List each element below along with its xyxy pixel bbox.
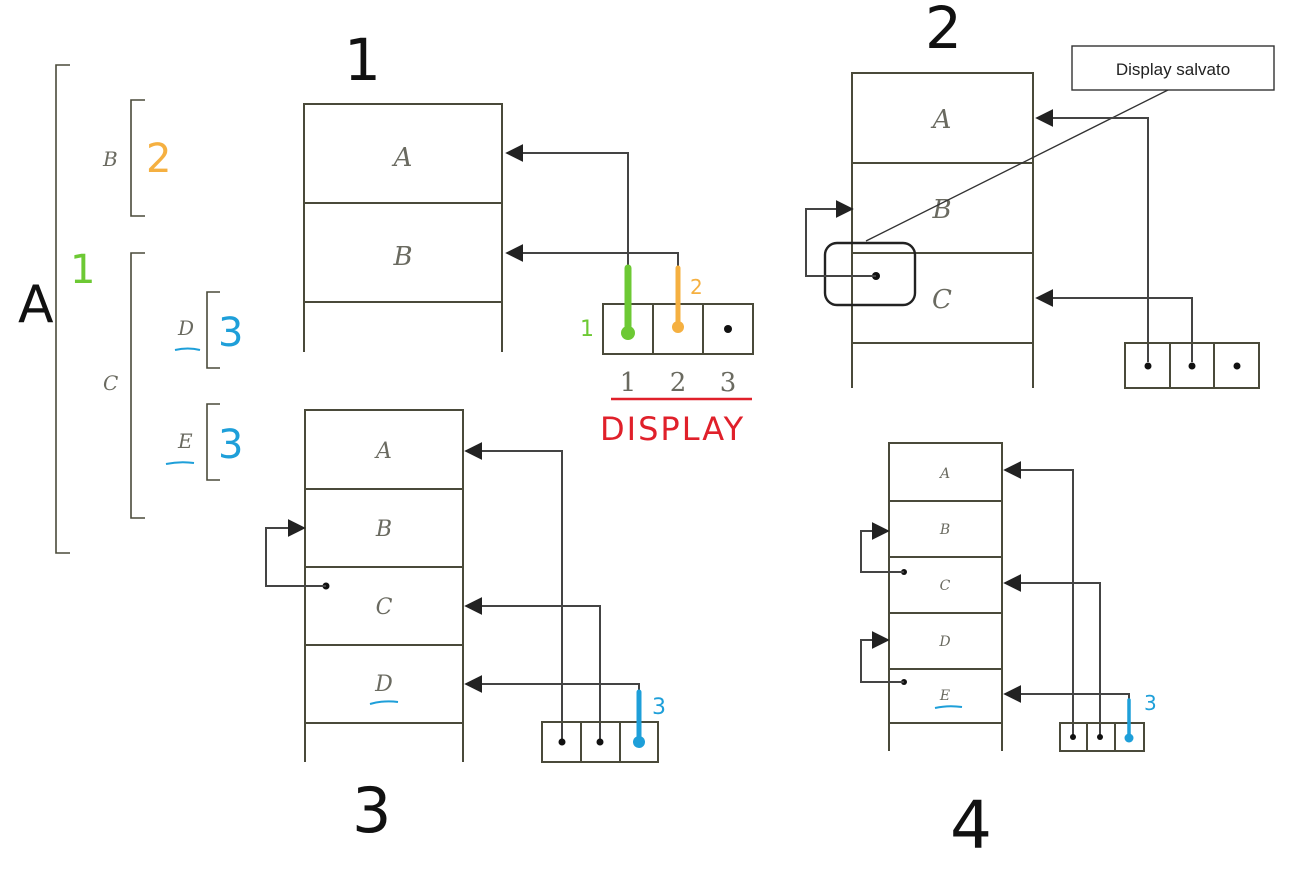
callout-leader bbox=[865, 87, 1173, 242]
stack-4 bbox=[888, 442, 1003, 751]
underline-e bbox=[165, 461, 195, 465]
callout-box bbox=[1071, 45, 1275, 91]
display-vector-3 bbox=[541, 721, 659, 763]
static-link-c-to-b bbox=[860, 522, 904, 573]
label-b: B bbox=[102, 147, 118, 171]
level-tag-e: 3 bbox=[218, 422, 243, 468]
display-caption: DISPLAY bbox=[600, 410, 745, 448]
stack-2 bbox=[851, 72, 1034, 388]
display-pointer-dot bbox=[1097, 734, 1103, 740]
frame-label: A bbox=[392, 143, 413, 173]
blue-marker-dot bbox=[633, 736, 645, 748]
display-link-1 bbox=[1003, 461, 1074, 735]
orange-marker-dot bbox=[672, 321, 684, 333]
level-tag-b: 2 bbox=[146, 136, 171, 182]
static-link-c-to-b bbox=[805, 200, 876, 277]
display-pointer-dot bbox=[1233, 362, 1241, 370]
static-link-e-to-d bbox=[860, 631, 904, 683]
green-tag: 1 bbox=[580, 317, 594, 342]
display-link-2 bbox=[464, 597, 601, 740]
green-marker-dot bbox=[621, 326, 635, 340]
display-link-2 bbox=[1003, 574, 1101, 735]
panel-2: 2 A B C Display salvato bbox=[805, 0, 1275, 389]
frame-label: C bbox=[940, 578, 951, 594]
label-outer-a: A bbox=[18, 275, 54, 335]
underline-e bbox=[934, 705, 963, 709]
frame-label: A bbox=[938, 466, 950, 482]
frame-label: D bbox=[938, 634, 950, 650]
display-pointer-dot bbox=[596, 738, 604, 746]
panel-number-2: 2 bbox=[925, 0, 962, 62]
display-pointer-dot bbox=[1188, 362, 1196, 370]
static-link-c-to-b bbox=[265, 519, 326, 587]
display-link-2 bbox=[1035, 289, 1193, 362]
display-pointer-dot bbox=[558, 738, 566, 746]
panel-3: A B C D 3 3 bbox=[265, 409, 666, 847]
display-pointer-dot bbox=[1144, 362, 1152, 370]
display-link-1 bbox=[464, 442, 563, 740]
panel-1: 1 A B 1 2 1 2 3 DISPLAY bbox=[303, 26, 754, 448]
label-e: E bbox=[177, 429, 193, 453]
label-d: D bbox=[177, 316, 194, 340]
frame-label: A bbox=[931, 105, 952, 135]
display-index: 1 bbox=[620, 368, 637, 398]
bracket-e bbox=[206, 403, 220, 481]
nesting-tree: A 1 B 2 C D 3 E 3 bbox=[18, 64, 243, 554]
blue-marker-dot bbox=[1124, 733, 1134, 743]
level-tag-outer: 1 bbox=[70, 247, 95, 293]
display-index: 3 bbox=[720, 368, 737, 398]
stack-1 bbox=[303, 103, 503, 352]
level-tag-d: 3 bbox=[218, 310, 243, 356]
blue-tag: 3 bbox=[1144, 691, 1157, 715]
panel-4: A B C D E 3 4 bbox=[860, 442, 1157, 864]
panel-number-1: 1 bbox=[344, 26, 381, 94]
frame-label: B bbox=[939, 522, 950, 538]
blue-tag: 3 bbox=[652, 695, 666, 720]
frame-label: C bbox=[376, 595, 393, 620]
frame-label: A bbox=[374, 439, 392, 464]
frame-label: C bbox=[932, 285, 952, 315]
orange-tag: 2 bbox=[690, 275, 703, 299]
frame-label: D bbox=[374, 672, 393, 697]
display-pointer-dot bbox=[724, 325, 732, 333]
display-pointer-dot bbox=[1070, 734, 1076, 740]
underline-d bbox=[369, 700, 399, 705]
display-index: 2 bbox=[670, 368, 687, 398]
bracket-c bbox=[130, 252, 145, 519]
bracket-a bbox=[55, 64, 70, 554]
underline-d bbox=[174, 347, 201, 351]
frame-label: B bbox=[392, 242, 412, 272]
frame-label: B bbox=[375, 517, 392, 542]
frame-label: E bbox=[939, 688, 950, 704]
saved-display-highlight bbox=[823, 241, 917, 307]
display-link-3 bbox=[1003, 685, 1130, 718]
bracket-d bbox=[206, 291, 220, 369]
panel-number-4: 4 bbox=[950, 787, 992, 864]
display-vector-4 bbox=[1059, 722, 1145, 752]
display-link-1 bbox=[1035, 109, 1149, 362]
bracket-b bbox=[130, 99, 145, 217]
display-vector-2 bbox=[1124, 342, 1260, 389]
label-c: C bbox=[103, 371, 118, 395]
display-link-3 bbox=[464, 675, 640, 724]
frame-label: B bbox=[931, 195, 951, 225]
callout-text: Display salvato bbox=[1116, 60, 1230, 79]
panel-number-3: 3 bbox=[352, 774, 391, 847]
